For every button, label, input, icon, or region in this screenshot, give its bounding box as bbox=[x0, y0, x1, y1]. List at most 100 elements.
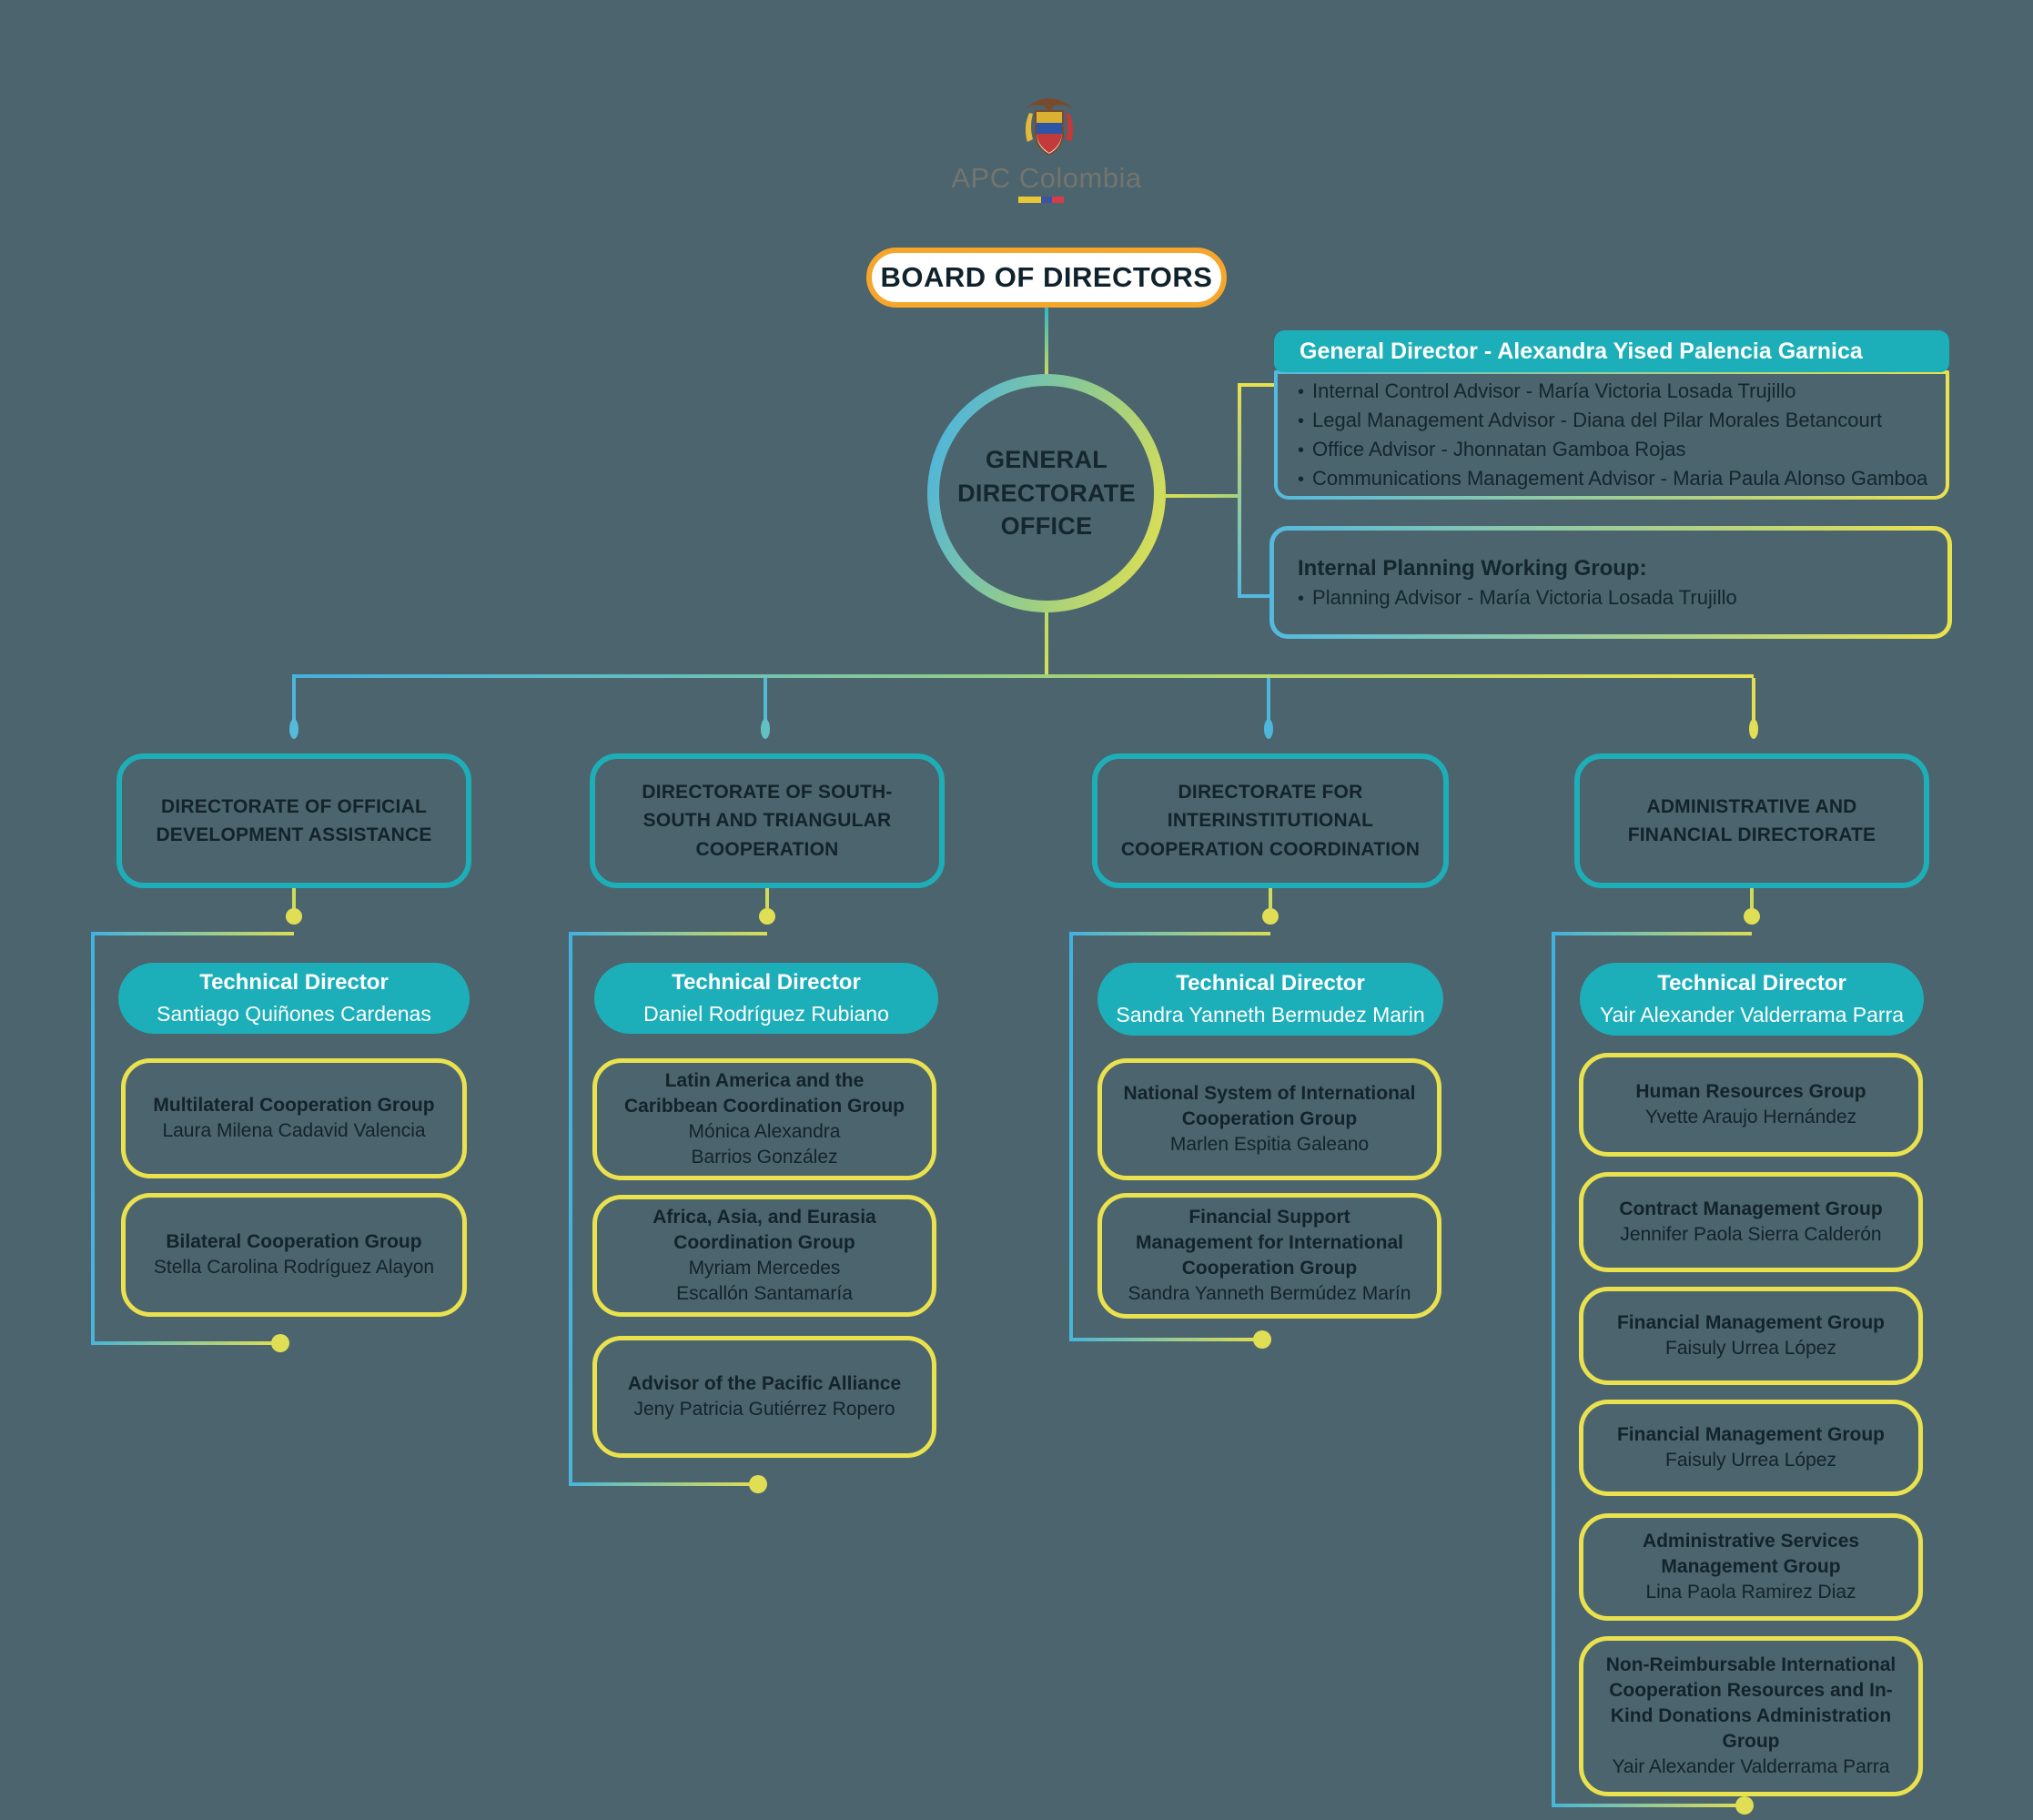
advisor-text: Communications Management Advisor - Mari… bbox=[1312, 467, 1928, 490]
bracket-top-col4 bbox=[1552, 932, 1752, 935]
bracket-rail-col2 bbox=[569, 932, 572, 1486]
drop-endpoint-dot bbox=[1749, 719, 1758, 739]
circle-line-1: GENERAL bbox=[985, 446, 1108, 474]
bracket-bottom-col4 bbox=[1552, 1804, 1739, 1807]
group-title: Financial Support Management for Interna… bbox=[1135, 1207, 1404, 1279]
group-card: Human Resources Group Yvette Araujo Hern… bbox=[1579, 1053, 1923, 1157]
technical-director-pill-col2: Technical Director Daniel Rodríguez Rubi… bbox=[594, 963, 938, 1034]
connector-right-bracket bbox=[1238, 383, 1241, 598]
drop-endpoint-dot bbox=[289, 719, 298, 739]
group-person: Faisuly Urrea López bbox=[1665, 1338, 1836, 1359]
connector-drop-2 bbox=[764, 678, 767, 722]
circle-line-2: DIRECTORATE bbox=[957, 479, 1136, 507]
bullet-icon: • bbox=[1298, 411, 1305, 431]
connector-bracket-top-stub bbox=[1238, 383, 1276, 387]
connector-stub bbox=[1269, 888, 1272, 908]
group-card: Financial Management Group Faisuly Urrea… bbox=[1579, 1400, 1923, 1496]
group-title: Bilateral Cooperation Group bbox=[166, 1231, 422, 1253]
bracket-rail-col3 bbox=[1069, 932, 1073, 1341]
bullet-icon: • bbox=[1298, 382, 1305, 402]
connector-main-horizontal bbox=[292, 674, 1754, 678]
group-card: Africa, Asia, and Eurasia Coordination G… bbox=[592, 1195, 936, 1317]
group-person: Sandra Yanneth Bermúdez Marín bbox=[1128, 1282, 1411, 1304]
group-person: Marlen Espitia Galeano bbox=[1169, 1133, 1370, 1155]
bracket-rail-col1 bbox=[91, 932, 95, 1345]
group-card: Non-Reimbursable International Cooperati… bbox=[1579, 1636, 1923, 1796]
group-card: Latin America and the Caribbean Coordina… bbox=[592, 1058, 936, 1180]
directorate-card-south-south: DIRECTORATE OF SOUTH-SOUTH AND TRIANGULA… bbox=[590, 753, 945, 888]
advisor-text: Internal Control Advisor - María Victori… bbox=[1312, 379, 1796, 402]
technical-director-pill-col1: Technical Director Santiago Quiñones Car… bbox=[118, 963, 470, 1034]
group-person: Yvette Araujo Hernández bbox=[1644, 1107, 1857, 1127]
group-person: Jennifer Paola Sierra Calderón bbox=[1620, 1224, 1882, 1245]
pill-name: Daniel Rodríguez Rubiano bbox=[643, 1001, 889, 1026]
advisor-item: • Office Advisor - Jhonnatan Gamboa Roja… bbox=[1298, 438, 1946, 461]
junction-dot bbox=[286, 908, 302, 925]
group-person: Laura Milena Cadavid Valencia bbox=[162, 1120, 426, 1141]
pill-name: Sandra Yanneth Bermudez Marin bbox=[1116, 1002, 1425, 1026]
group-card: Administrative Services Management Group… bbox=[1579, 1513, 1923, 1621]
group-card: Advisor of the Pacific Alliance Jeny Pat… bbox=[592, 1336, 936, 1458]
bracket-top-col3 bbox=[1069, 932, 1270, 935]
general-directorate-label: GENERAL DIRECTORATE OFFICE bbox=[957, 443, 1136, 542]
circle-inner bbox=[939, 386, 1154, 601]
connector-drop-3 bbox=[1267, 678, 1270, 722]
connector-drop-4 bbox=[1752, 678, 1755, 722]
pill-name: Yair Alexander Valderrama Parra bbox=[1599, 1002, 1905, 1026]
advisor-text: Legal Management Advisor - Diana del Pil… bbox=[1312, 409, 1883, 431]
directorate-card-interinstitutional: DIRECTORATE FOR INTERINSTITUTIONAL COOPE… bbox=[1092, 753, 1449, 888]
junction-dot bbox=[1744, 908, 1760, 925]
group-person: Mónica Alexandra Barrios González bbox=[688, 1121, 841, 1168]
group-title: Latin America and the Caribbean Coordina… bbox=[624, 1070, 905, 1117]
general-director-header: General Director - Alexandra Yised Palen… bbox=[1274, 330, 1949, 372]
drop-endpoint-dot bbox=[1264, 719, 1273, 739]
group-title: Africa, Asia, and Eurasia Coordination G… bbox=[652, 1207, 876, 1254]
junction-dot bbox=[759, 908, 775, 925]
technical-director-pill-col4: Technical Director Yair Alexander Valder… bbox=[1580, 963, 1924, 1036]
bullet-icon: • bbox=[1298, 588, 1305, 609]
pill-role: Technical Director bbox=[199, 969, 389, 995]
colombia-flag-bar bbox=[1018, 197, 1064, 203]
connector-drop-1 bbox=[292, 678, 296, 722]
planning-item: • Planning Advisor - María Victoria Losa… bbox=[1298, 586, 1947, 610]
bracket-end-dot bbox=[1253, 1330, 1271, 1349]
flag-red-stripe bbox=[1052, 197, 1064, 203]
pill-name: Santiago Quiñones Cardenas bbox=[157, 1001, 431, 1026]
group-card: Multilateral Cooperation Group Laura Mil… bbox=[121, 1058, 467, 1178]
connector-circle-to-bracket bbox=[1166, 494, 1239, 498]
bullet-icon: • bbox=[1298, 470, 1305, 490]
connector-circle-to-mainline bbox=[1045, 611, 1048, 676]
group-title: Contract Management Group bbox=[1619, 1198, 1883, 1220]
bracket-top-col1 bbox=[91, 932, 294, 935]
group-title: Human Resources Group bbox=[1635, 1081, 1866, 1103]
advisor-item: • Legal Management Advisor - Diana del P… bbox=[1298, 409, 1946, 432]
group-title: Non-Reimbursable International Cooperati… bbox=[1605, 1654, 1896, 1752]
drop-endpoint-dot bbox=[761, 719, 770, 739]
technical-director-pill-col3: Technical Director Sandra Yanneth Bermud… bbox=[1097, 963, 1443, 1036]
bracket-top-col2 bbox=[569, 932, 767, 935]
group-card: Financial Support Management for Interna… bbox=[1097, 1193, 1441, 1319]
junction-dot bbox=[1262, 908, 1279, 925]
apc-logo-wordmark: APC Colombia bbox=[951, 162, 1142, 194]
group-title: Financial Management Group bbox=[1616, 1424, 1886, 1446]
group-title: Multilateral Cooperation Group bbox=[153, 1095, 435, 1117]
internal-planning-card: Internal Planning Working Group: • Plann… bbox=[1269, 526, 1952, 639]
group-person: Myriam Mercedes Escallón Santamaría bbox=[676, 1258, 853, 1304]
group-title: Financial Management Group bbox=[1616, 1312, 1886, 1334]
bracket-bottom-col2 bbox=[569, 1482, 753, 1486]
connector-bracket-bottom-stub bbox=[1238, 594, 1274, 598]
planning-title: Internal Planning Working Group: bbox=[1298, 555, 1647, 581]
group-person: Jeny Patricia Gutiérrez Ropero bbox=[633, 1399, 895, 1420]
bracket-end-dot bbox=[749, 1475, 767, 1493]
flag-blue-stripe bbox=[1041, 197, 1052, 203]
advisor-item: • Internal Control Advisor - María Victo… bbox=[1298, 379, 1946, 403]
pill-role: Technical Director bbox=[1657, 970, 1846, 996]
bracket-rail-col4 bbox=[1552, 932, 1555, 1807]
bracket-end-dot bbox=[271, 1334, 289, 1352]
pill-role: Technical Director bbox=[1176, 970, 1365, 996]
group-title: Administrative Services Management Group bbox=[1642, 1531, 1860, 1578]
group-card: Contract Management Group Jennifer Paola… bbox=[1579, 1172, 1923, 1272]
connector-stub bbox=[765, 888, 769, 908]
bracket-bottom-col3 bbox=[1069, 1338, 1257, 1341]
